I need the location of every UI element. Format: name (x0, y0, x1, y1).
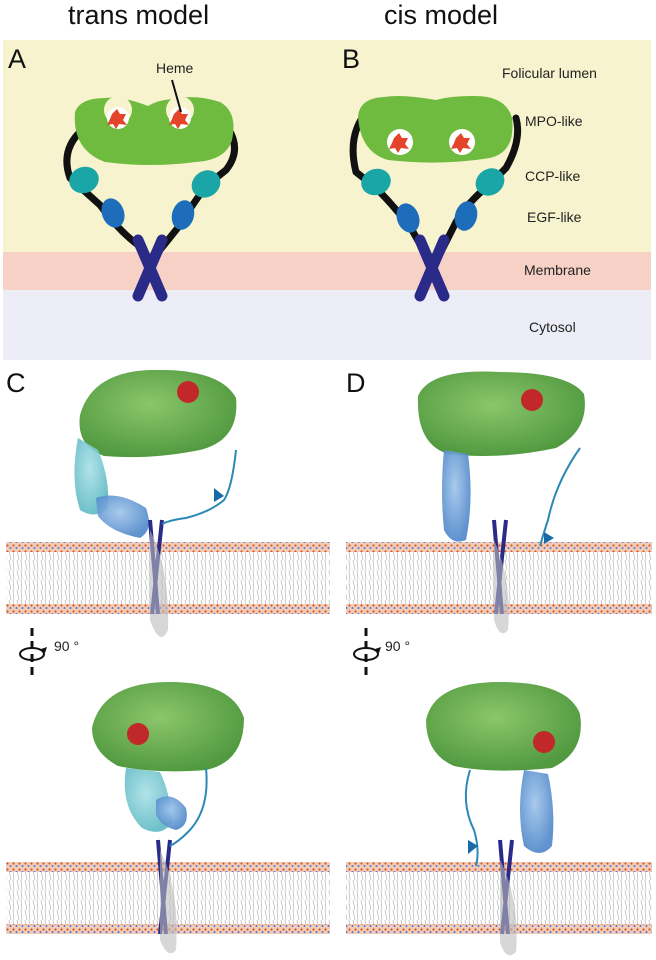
panel-label-c: C (6, 368, 26, 398)
panel-label-b: B (342, 44, 361, 74)
linker-left (63, 126, 154, 272)
membrane-d-bottom (346, 862, 652, 934)
mpo-domain-trans (74, 97, 234, 165)
heme-icon (389, 133, 409, 153)
trans-model-title: trans model (68, 0, 210, 30)
lumen-label: Folicular lumen (502, 65, 597, 81)
rotation-label-c: 90 ° (54, 638, 80, 654)
egf-domain-right-cis (454, 201, 478, 231)
heme-label: Heme (156, 60, 194, 76)
models-svg (6, 370, 652, 956)
model-d-bottom (426, 682, 581, 956)
model-c-bottom (92, 682, 244, 954)
panel-label-a: A (8, 44, 27, 74)
cis-model-title: cis model (384, 0, 499, 30)
heme-pointer (171, 79, 182, 113)
ccp-label: CCP-like (525, 168, 581, 184)
heme-icon (107, 109, 127, 129)
egf-domain-right (171, 200, 195, 230)
model-c-top (74, 370, 237, 638)
ccp-domain-right (191, 170, 221, 198)
schematic-svg (63, 79, 522, 302)
cytosol-band (3, 290, 651, 360)
ccp-domain-left-cis (361, 168, 391, 196)
cytosol-label: Cytosol (529, 319, 576, 335)
egf-label: EGF-like (527, 209, 582, 225)
trans-schematic (63, 79, 238, 302)
ccp-domain-left (69, 166, 99, 194)
mpo-label: MPO-like (525, 113, 583, 129)
model-d-top (417, 371, 585, 634)
mpo-domain-cis (358, 95, 513, 163)
tm-helix-trans (132, 234, 168, 302)
membrane-c-top (6, 542, 330, 614)
heme-icon (169, 109, 189, 129)
membrane-label: Membrane (524, 262, 591, 278)
rotation-label-d: 90 ° (385, 638, 411, 654)
rotation-icon-c (19, 628, 47, 680)
heme-icon (451, 133, 471, 153)
egf-domain-left (101, 198, 125, 228)
membrane-band (3, 252, 651, 290)
panel-label-d: D (346, 368, 366, 398)
cis-schematic (349, 95, 522, 302)
ccp-domain-right-cis (475, 168, 505, 196)
tm-helix-cis (414, 234, 450, 302)
rotation-icon-d (353, 628, 381, 680)
egf-domain-left-cis (396, 203, 420, 233)
